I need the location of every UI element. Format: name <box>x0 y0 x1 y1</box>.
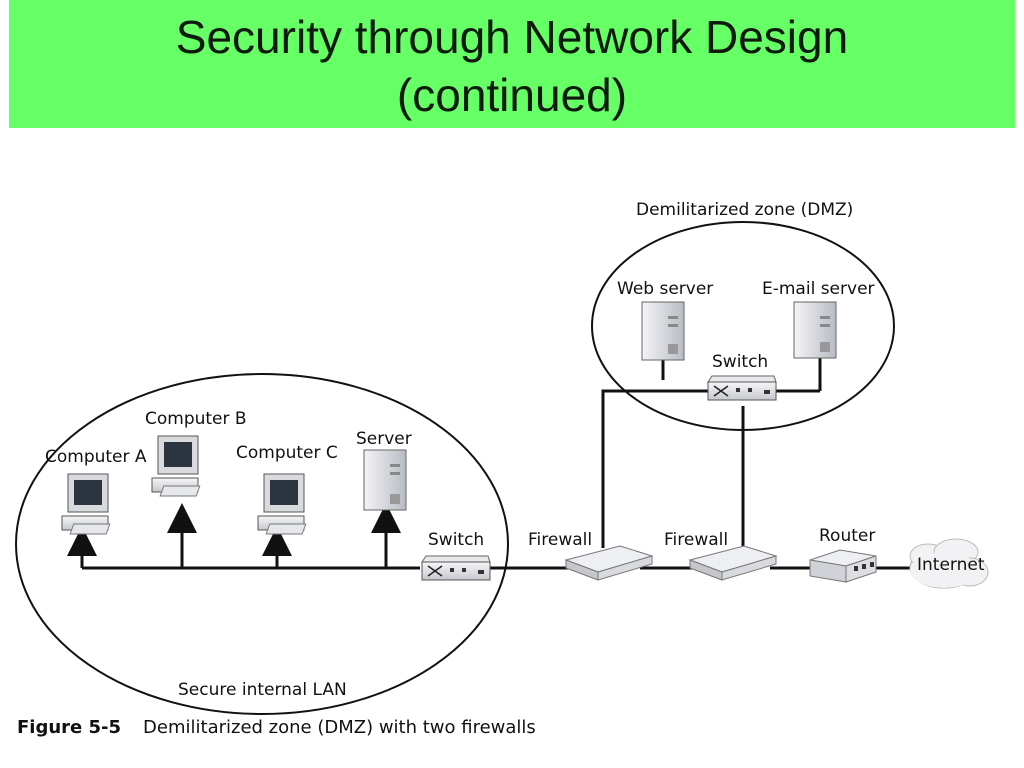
title-line-2: (continued) <box>396 69 628 121</box>
web-server-icon <box>641 301 685 361</box>
figure-caption: Figure 5-5 Demilitarized zone (DMZ) with … <box>17 717 536 738</box>
computer-a-icon <box>61 473 111 535</box>
email-server-label: E-mail server <box>762 279 875 299</box>
computer-c-icon <box>257 473 307 535</box>
connection-lines <box>67 357 912 570</box>
computer-b-icon <box>151 435 201 497</box>
firewall-1-label: Firewall <box>528 530 592 550</box>
internet-cloud-icon <box>909 538 989 589</box>
lan-switch-label: Switch <box>428 530 484 550</box>
dmz-zone-label: Demilitarized zone (DMZ) <box>636 200 853 220</box>
computer-c-label: Computer C <box>236 443 338 463</box>
web-server-label: Web server <box>617 279 713 299</box>
firewall-2-label: Firewall <box>664 530 728 550</box>
firewall-1-icon <box>564 545 654 581</box>
title-banner: Security through Network Design (continu… <box>9 0 1015 128</box>
firewall-2-icon <box>688 545 778 581</box>
internet-label: Internet <box>917 555 985 575</box>
server-icon <box>363 449 407 511</box>
server-label: Server <box>356 429 412 449</box>
computer-b-label: Computer B <box>145 409 247 429</box>
dmz-switch-label: Switch <box>712 352 768 372</box>
title-line-1: Security through Network Design <box>175 11 849 63</box>
lan-zone-boundary <box>15 373 509 715</box>
email-server-icon <box>793 301 837 359</box>
computer-a-label: Computer A <box>45 447 147 467</box>
router-icon <box>809 549 877 583</box>
figure-caption-text: Demilitarized zone (DMZ) with two firewa… <box>143 717 536 738</box>
figure-number: Figure 5-5 <box>17 717 122 738</box>
router-label: Router <box>819 526 875 546</box>
lan-switch-icon <box>421 555 491 581</box>
dmz-switch-icon <box>707 375 777 401</box>
lan-zone-label: Secure internal LAN <box>178 680 347 700</box>
page-title: Security through Network Design (continu… <box>9 8 1015 124</box>
